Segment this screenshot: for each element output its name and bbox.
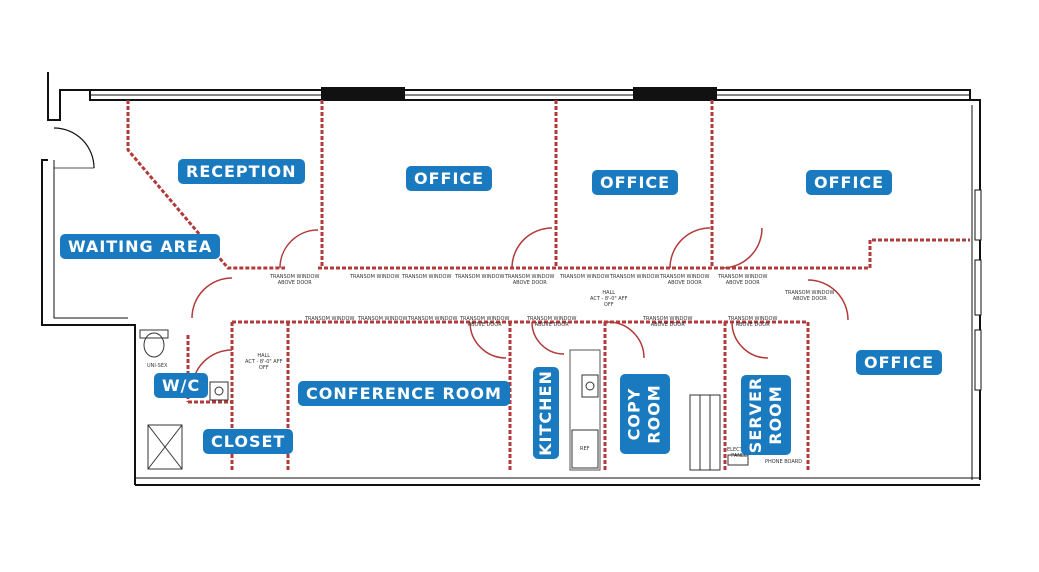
room-label-conference-room: CONFERENCE ROOM (298, 381, 510, 406)
room-label-office-4: OFFICE (856, 350, 943, 375)
exterior-wall-left (47, 72, 90, 121)
note-transom-4: TRANSOM WINDOW (560, 274, 610, 280)
room-label-office-3: OFFICE (806, 170, 893, 195)
note-transom-above-door-1: TRANSOM WINDOW ABOVE DOOR (270, 274, 320, 286)
exterior-wall-top-thick-1 (321, 87, 405, 101)
room-label-reception: RECEPTION (178, 159, 305, 184)
room-label-kitchen: KITCHEN (533, 367, 559, 459)
exterior-wall-top-thick-2 (633, 87, 717, 101)
note-hall-1: HALL ACT - 8'-0" AFF OFF (590, 290, 628, 308)
note-transom-above-door-4: TRANSOM WINDOW ABOVE DOOR (718, 274, 768, 286)
note-electric-panel: ELECTRIC PANEL (727, 447, 752, 459)
note-transom-above-door-3: TRANSOM WINDOW ABOVE DOOR (660, 274, 710, 286)
note-transom-2: TRANSOM WINDOW (402, 274, 452, 280)
room-label-office-1: OFFICE (406, 166, 493, 191)
note-transom-above-door-8: TRANSOM WINDOW ABOVE DOOR (643, 316, 693, 328)
room-label-office-2: OFFICE (592, 170, 679, 195)
room-label-server-room: SERVER ROOM (741, 375, 791, 455)
note-transom-6: TRANSOM WINDOW (305, 316, 355, 322)
note-transom-above-door-7: TRANSOM WINDOW ABOVE DOOR (527, 316, 577, 328)
note-unisex: UNI-SEX (147, 363, 168, 369)
note-ref: REF (580, 446, 590, 452)
note-phone-board: PHONE BOARD (765, 459, 803, 465)
room-label-closet: CLOSET (203, 429, 294, 454)
room-label-waiting-area: WAITING AREA (60, 234, 221, 259)
note-transom-above-door-5: TRANSOM WINDOW ABOVE DOOR (785, 290, 835, 302)
note-hall-2: HALL ACT - 8'-0" AFF OFF (245, 353, 283, 371)
note-transom-8: TRANSOM WINDOW (408, 316, 458, 322)
room-label-copy-room: COPY ROOM (620, 374, 670, 454)
note-transom-above-door-2: TRANSOM WINDOW ABOVE DOOR (505, 274, 555, 286)
room-label-wc: W/C (154, 373, 209, 398)
note-transom-above-door-6: TRANSOM WINDOW ABOVE DOOR (460, 316, 510, 328)
note-transom-7: TRANSOM WINDOW (358, 316, 408, 322)
note-transom-1: TRANSOM WINDOW (350, 274, 400, 280)
note-transom-above-door-9: TRANSOM WINDOW ABOVE DOOR (728, 316, 778, 328)
note-transom-5: TRANSOM WINDOW (610, 274, 660, 280)
note-transom-3: TRANSOM WINDOW (455, 274, 505, 280)
